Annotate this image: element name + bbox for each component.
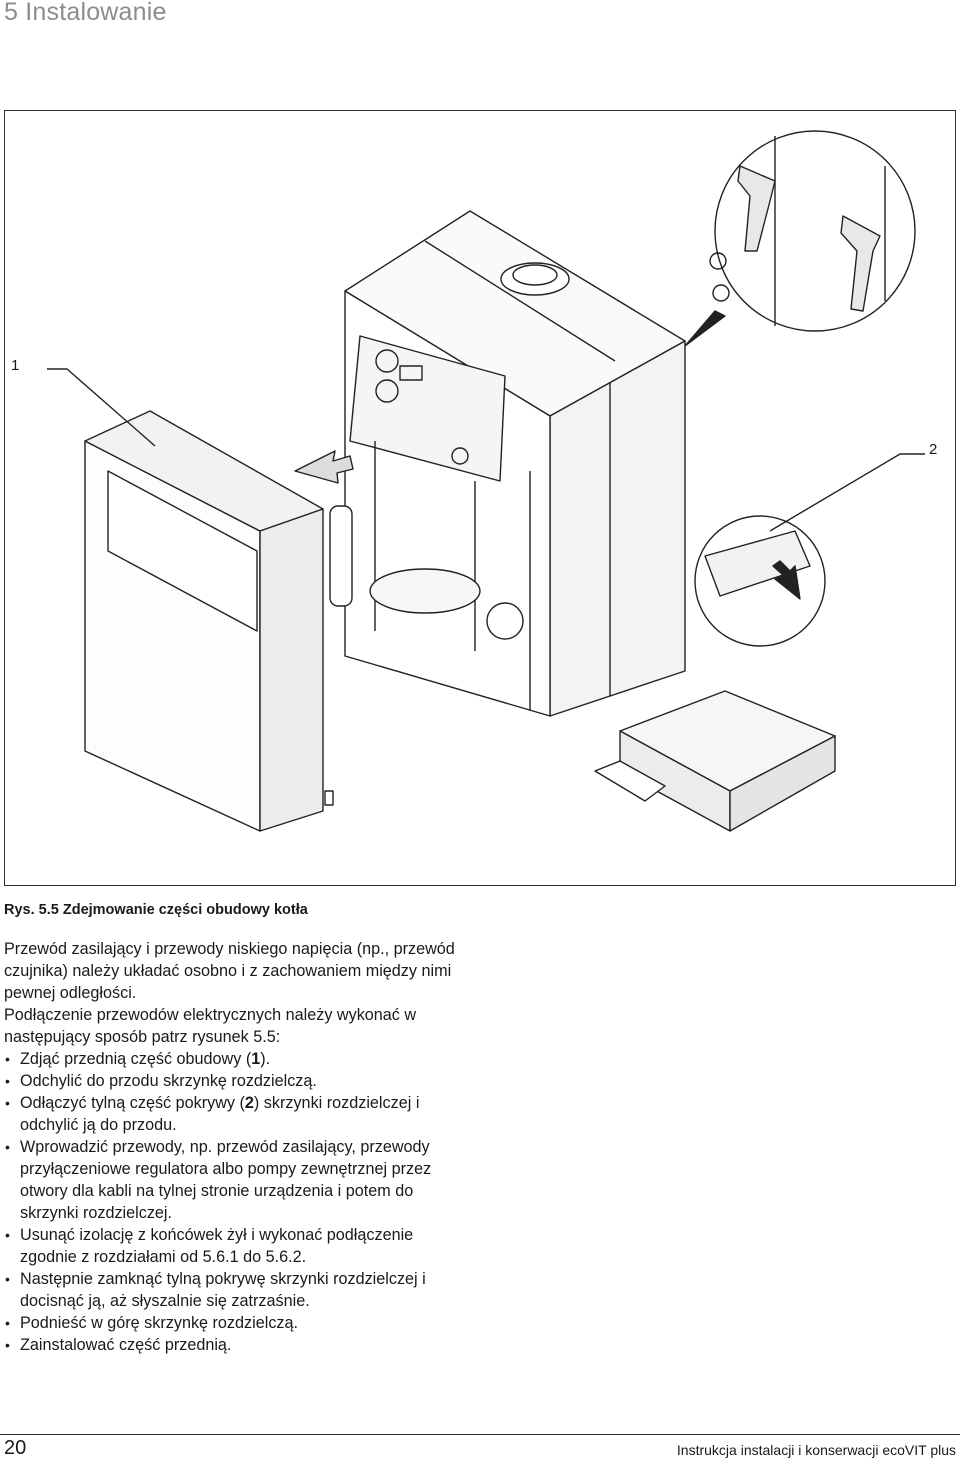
flue-pipe-inner — [512, 264, 558, 286]
pull-arrow — [294, 450, 354, 484]
caption-text: Zdejmowanie części obudowy kotła — [62, 902, 308, 918]
front-panel-clip — [324, 790, 334, 806]
list-item: Odchylić do przodu skrzynkę rozdzielczą. — [4, 1070, 474, 1092]
list-item: Zdjąć przednią część obudowy (1). — [4, 1048, 474, 1070]
figure-frame: 1 2 — [4, 110, 956, 886]
pump — [486, 602, 524, 640]
expansion-vessel — [369, 568, 481, 614]
list-item: Zainstalować część przednią. — [4, 1334, 474, 1356]
service-port — [451, 447, 469, 465]
terminal-box-side — [729, 735, 836, 832]
intro-paragraph: Przewód zasilający i przewody niskiego n… — [4, 940, 455, 1002]
list-item: Podnieść w górę skrzynkę rozdzielczą. — [4, 1312, 474, 1334]
control-display — [399, 365, 423, 381]
list-item: Wprowadzić przewody, np. przewód zasilaj… — [4, 1136, 474, 1224]
front-panel-side — [259, 508, 324, 832]
boiler-illustration — [47, 130, 925, 832]
detail-pointer — [684, 310, 726, 347]
footer-divider — [0, 1434, 960, 1435]
list-item: Usunąć izolację z końcówek żył i wykonać… — [4, 1224, 474, 1268]
list-item: Odłączyć tylną część pokrywy (2) skrzynk… — [4, 1092, 474, 1136]
hinge-detail-1 — [737, 165, 776, 252]
control-knob-right — [375, 379, 399, 403]
callout-2: 2 — [929, 441, 938, 458]
push-arrow — [772, 560, 801, 600]
boiler-top-seam — [424, 240, 616, 362]
control-knob-left — [375, 349, 399, 373]
front-panel-window — [107, 470, 258, 632]
callout-1: 1 — [11, 357, 20, 374]
terminal-box-lip — [594, 760, 666, 802]
footer-title: Instrukcja instalacji i konserwacji ecoV… — [676, 1442, 956, 1458]
section-header: 5 Instalowanie — [4, 0, 167, 26]
callout-1-leader — [47, 368, 156, 447]
figure-caption: Rys. 5.5 Zdejmowanie części obudowy kotł… — [4, 902, 308, 918]
hinge-detail-2 — [840, 215, 881, 312]
page-number: 20 — [4, 1437, 27, 1459]
callout-2-leader — [769, 453, 925, 532]
siphon — [329, 505, 353, 607]
caption-label: Rys. 5.5 — [4, 902, 59, 918]
instructions: Przewód zasilający i przewody niskiego n… — [4, 938, 474, 1356]
step-list: Zdjąć przednią część obudowy (1). Odchyl… — [4, 1048, 474, 1356]
lead-paragraph: Podłączenie przewodów elektrycznych nale… — [4, 1006, 417, 1046]
list-item: Następnie zamknąć tylną pokrywę skrzynki… — [4, 1268, 474, 1312]
